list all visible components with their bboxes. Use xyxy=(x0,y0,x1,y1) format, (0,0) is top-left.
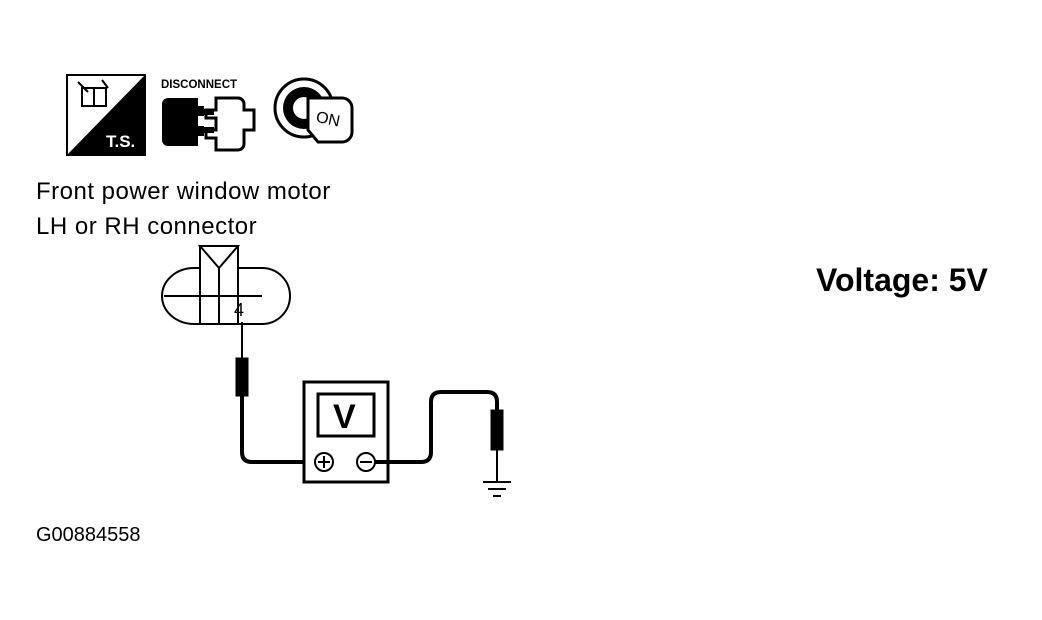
disconnect-icon: DISCONNECT xyxy=(160,76,264,158)
ignition-on-icon: ON xyxy=(273,77,354,144)
trouble-shooting-icon: T.S. xyxy=(66,74,146,156)
caption-line-2: LH or RH connector xyxy=(36,213,258,240)
circuit-diagram: 4 V xyxy=(161,245,511,497)
caption-line-1: Front power window motor xyxy=(36,178,331,205)
voltmeter-symbol: V xyxy=(333,398,356,436)
connector-face xyxy=(161,245,291,325)
negative-probe xyxy=(490,409,504,451)
figure-id: G00884558 xyxy=(36,524,141,546)
disconnect-label: DISCONNECT xyxy=(161,79,237,91)
connector-caption: Front power window motor LH or RH connec… xyxy=(36,174,331,244)
voltage-result: Voltage: 5V xyxy=(816,262,988,298)
ts-label: T.S. xyxy=(106,132,135,151)
voltmeter: V xyxy=(302,380,390,484)
ground-symbol xyxy=(483,481,511,497)
ignition-on-label: ON xyxy=(314,109,341,131)
terminal-number: 4 xyxy=(234,300,244,320)
positive-probe xyxy=(235,357,249,397)
